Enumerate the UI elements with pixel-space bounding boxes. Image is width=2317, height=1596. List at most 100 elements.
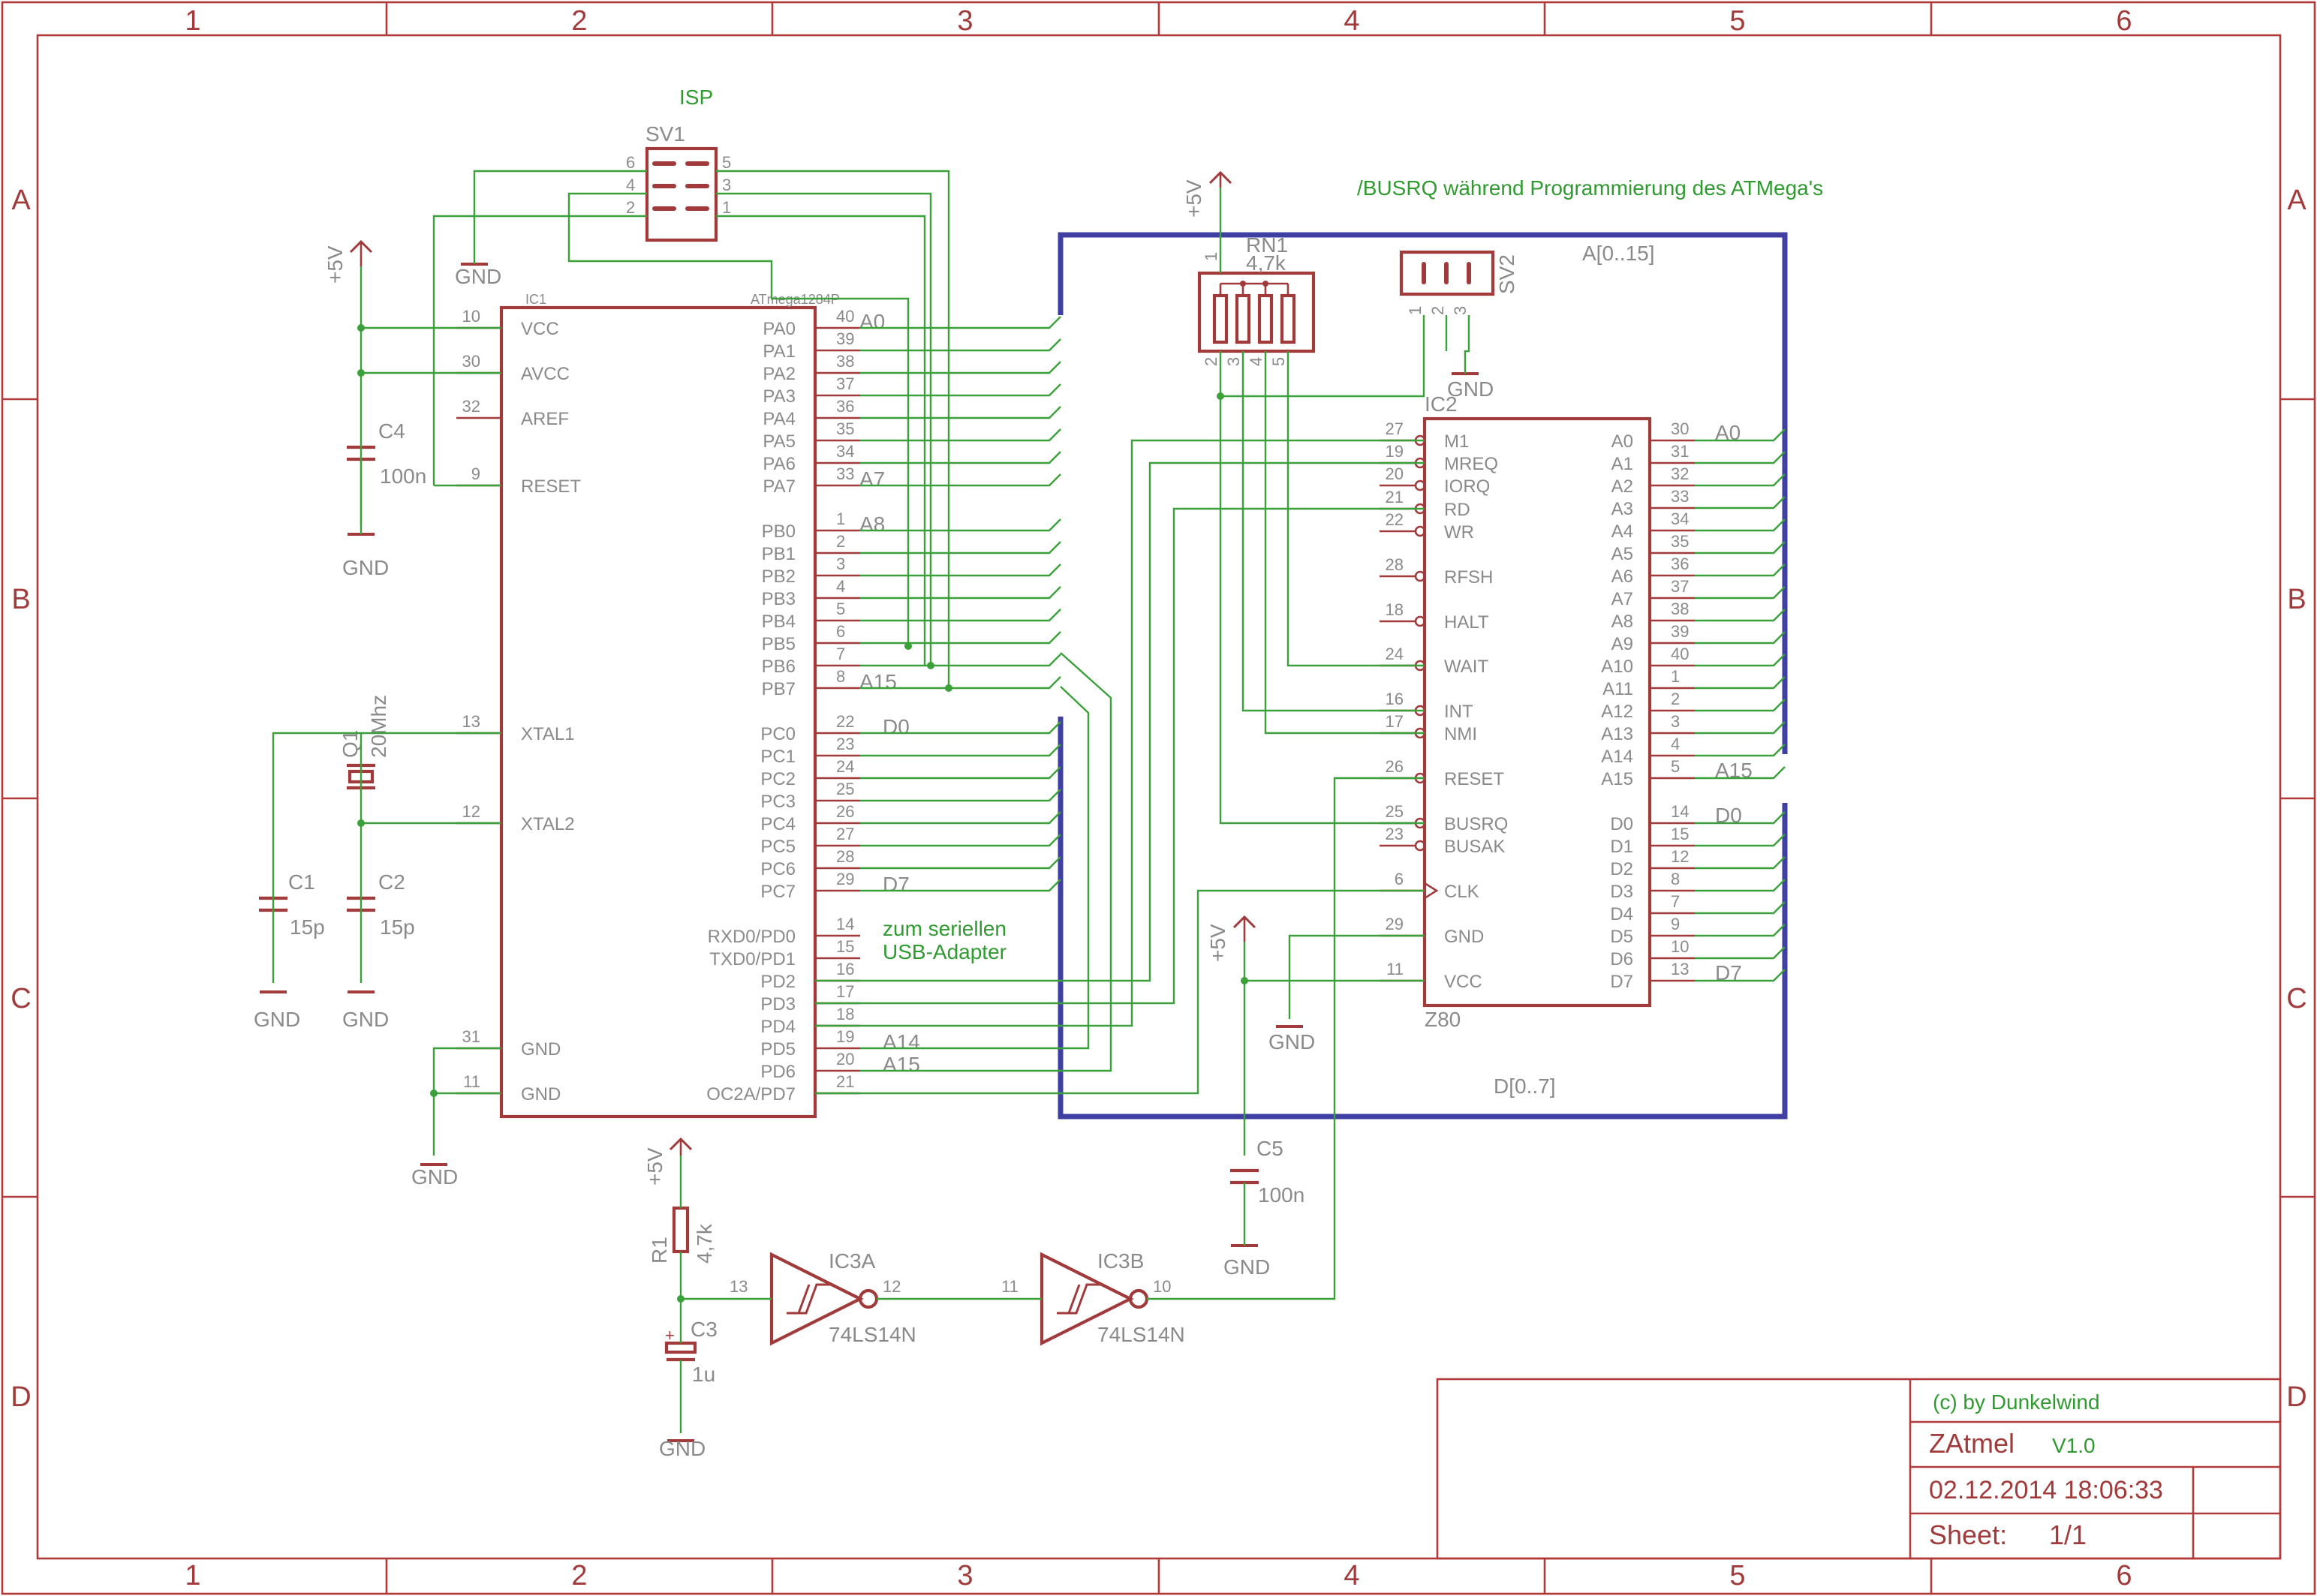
c4-capacitor: C4 100n [347,419,426,488]
ic1-pin-label: OC2A/PD7 [706,1084,796,1105]
ic1-pin-number: 7 [836,645,845,663]
ic1-pin-label: RESET [521,476,581,497]
ic2-pin-label: D5 [1610,927,1633,947]
ic2-pin-label: A6 [1611,567,1633,587]
ic1-netlabel-pa0: A0 [859,310,885,333]
title-credit: (c) by Dunkelwind [1933,1390,2100,1414]
ic2-pin-number: 3 [1671,712,1680,731]
column-label-top: 6 [2116,5,2132,37]
c2-name: C2 [378,870,405,894]
rn1-pin-1: 1 [1202,252,1220,261]
gnd-label: GND [1223,1255,1270,1279]
vcc-label: +5V [1206,924,1229,962]
data-bus: D[0..7] [1058,717,1788,1120]
column-label-top: 2 [571,5,587,37]
sv2-name: SV2 [1495,254,1518,294]
ic2-pin-label: IORQ [1444,476,1490,497]
row-label-left: A [11,185,31,216]
data-bus-label: D[0..7] [1494,1075,1555,1098]
rn1-resistor-network: RN1 4,7k 1 2 3 4 5 [1197,233,1316,366]
ic1-pin-number: 35 [836,419,854,438]
ic2-pin-label: D3 [1610,882,1633,902]
ic1-pin-label: PB4 [762,612,796,632]
ic3a-schmitt-inverter: IC3A 74LS14N 13 12 [730,1249,916,1346]
ic2-pin-number: 11 [1386,960,1404,978]
ic2-pin-number: 30 [1671,419,1689,438]
c4-value: 100n [380,464,426,488]
ic2-pin-label: WAIT [1444,657,1488,677]
row-label-right: A [2287,185,2306,216]
ic2-pin-label: A14 [1601,747,1633,767]
ic1-pin-number: 10 [462,307,480,326]
ic1-pin-label: XTAL2 [521,814,575,834]
ic1-pin-number: 1 [836,509,845,528]
isp-note: ISP [679,86,713,109]
c4-name: C4 [378,419,405,443]
vcc-label: +5V [323,245,347,284]
ic1-pin-label: TXD0/PD1 [709,949,796,969]
q1-crystal: Q1 20Mhz [339,695,390,790]
ic2-pin-number: 26 [1386,757,1404,776]
ic2-pin-label: A5 [1611,544,1633,564]
column-label-bottom: 6 [2116,1560,2132,1591]
ic1-pin-label: PD6 [760,1062,796,1082]
column-label-bottom: 4 [1344,1560,1359,1591]
ic2-pin-label: A8 [1611,612,1633,632]
ic1-pin-number: 36 [836,397,854,416]
ic1-netlabel-pa7: A7 [859,467,885,491]
ic2-pin-label: M1 [1444,431,1469,452]
ic1-pin-label: GND [521,1039,561,1059]
ic3b-pin-in: 11 [1001,1277,1019,1296]
ic2-pin-label: NMI [1444,724,1477,744]
ic2-pin-number: 6 [1395,870,1404,888]
column-label-bottom: 1 [185,1560,200,1591]
ic1-netlabel-pb7: A15 [859,670,897,693]
ic1-pin-label: PB6 [762,657,796,677]
ic2-pin-number: 16 [1386,690,1404,708]
sv1-isp-header: SV1 6 4 2 5 3 1 [626,122,731,242]
column-label-top: 4 [1344,5,1359,37]
ic2-pin-number: 17 [1386,712,1404,731]
ic1-pin-number: 39 [836,329,854,348]
ic1-pin-label: PA6 [763,454,796,474]
ic1-pin-label: PB2 [762,567,796,587]
ic1-pin-number: 18 [836,1005,854,1023]
ic1-pin-number: 4 [836,577,845,596]
ic2-pin-number: 13 [1671,960,1689,978]
column-label-bottom: 5 [1729,1560,1745,1591]
address-bus-label: A[0..15] [1582,242,1655,265]
ic2-pin-number: 27 [1386,419,1404,438]
ic2-pin-label: BUSRQ [1444,814,1508,834]
ic2-pin-label: INT [1444,702,1473,722]
ic1-pin-number: 33 [836,464,854,483]
ic1-pin-number: 3 [836,555,845,573]
ic2-pin-number: 29 [1386,915,1404,933]
ic2-pin-number: 2 [1671,690,1680,708]
ic1-pin-number: 34 [836,442,854,461]
ic2-pin-number: 28 [1386,555,1404,574]
ic1-pin-label: PC1 [760,747,796,767]
ic1-pin-number: 2 [836,532,845,551]
ic1-pin-number: 11 [463,1072,480,1091]
ic1-pin-number: 13 [462,712,480,731]
row-label-right: C [2286,983,2306,1014]
ic2-pin-label: MREQ [1444,454,1498,474]
ic2-pin-number: 20 [1386,464,1404,483]
ic1-pin-number: 16 [836,960,854,978]
ic2-pin-label: A4 [1611,521,1633,542]
ic2-pin-label: HALT [1444,612,1489,633]
ic1-pin-number: 28 [836,847,854,866]
ic2-pin-number: 40 [1671,645,1689,663]
ic2-pin-number: 10 [1671,937,1689,956]
ic1-pin-label: PD5 [760,1039,796,1059]
ic2-pin-number: 37 [1671,577,1689,596]
c5-capacitor: C5 100n [1230,1137,1304,1207]
ic1-atmega1284p: IC1 ATmega1284P 10VCC30AVCC32AREF9RESET1… [456,292,920,1119]
ic2-pin-label: A12 [1601,702,1633,722]
ic2-pin-number: 9 [1671,915,1680,933]
ic1-pin-number: 12 [462,802,480,821]
ic2-pin-number: 12 [1671,847,1689,866]
ic1-pin-number: 31 [462,1027,480,1046]
gnd-label: GND [455,265,501,288]
